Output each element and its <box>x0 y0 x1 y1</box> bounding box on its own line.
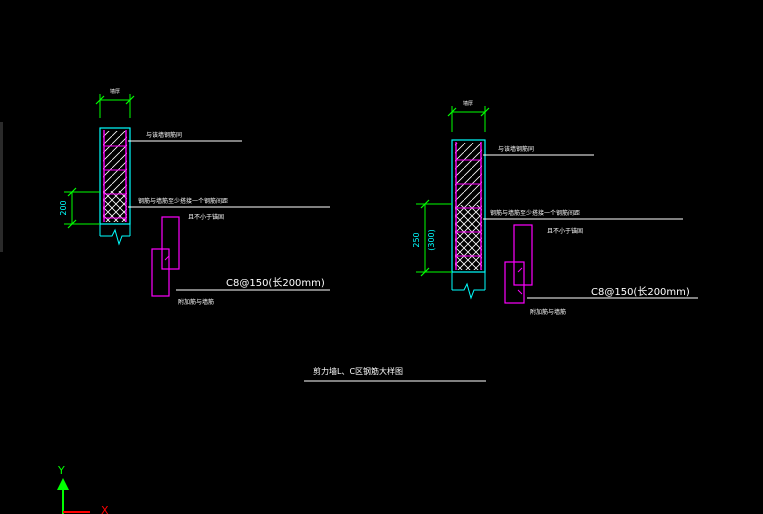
left-wall-outline <box>99 127 131 225</box>
left-label-1: 与该墙钢筋同 <box>146 131 182 139</box>
left-break-line <box>100 228 130 246</box>
detail-left: 墙厚 <box>59 88 330 306</box>
right-side-dimension-label-a: 250 <box>412 232 421 247</box>
right-wall-upper-hatch <box>455 143 482 205</box>
ucs-x-label: X <box>101 504 109 514</box>
right-rebar-label: C8@150(长200mm) <box>591 286 690 298</box>
left-wall-upper-hatch <box>103 131 127 191</box>
left-additional-rebar <box>151 216 180 297</box>
left-label-3: 且不小于锚固 <box>188 213 224 221</box>
left-rebar <box>103 130 127 222</box>
right-rebar <box>455 142 482 270</box>
left-side-dimension: 200 <box>59 187 100 229</box>
left-bottom-label: 附加筋与墙筋 <box>178 298 214 306</box>
right-additional-rebar <box>504 224 533 304</box>
left-top-dimension-label: 墙厚 <box>110 88 120 95</box>
drawing-title: 剪力墙L、C区钢筋大样图 <box>313 366 403 376</box>
right-top-dimension-label: 墙厚 <box>463 100 473 107</box>
right-bottom-label: 附加筋与墙筋 <box>530 308 566 316</box>
right-label-1: 与该墙钢筋同 <box>498 145 534 153</box>
left-label-2: 钢筋与墙筋至少搭接一个钢筋间距 <box>138 197 228 205</box>
right-side-dimension-label-b: (300) <box>427 229 436 251</box>
detail-right: 墙厚 <box>412 100 698 316</box>
left-side-dimension-label: 200 <box>59 200 68 215</box>
ucs-axis-icon: Y X <box>57 464 109 514</box>
right-label-2: 钢筋与墙筋至少搭接一个钢筋间距 <box>490 209 580 217</box>
right-break-line <box>452 282 485 300</box>
ucs-y-arrow <box>57 478 69 490</box>
right-wall-lower-hatch <box>455 205 482 270</box>
left-rebar-label: C8@150(长200mm) <box>226 277 325 289</box>
right-label-3: 且不小于锚固 <box>547 227 583 235</box>
right-side-dimension: 250 (300) <box>412 199 452 277</box>
left-top-dimension: 墙厚 <box>95 88 135 118</box>
viewport-left-edge <box>0 122 3 252</box>
right-top-dimension: 墙厚 <box>447 100 490 132</box>
ucs-y-label: Y <box>57 464 65 477</box>
left-wall-lower-hatch <box>103 191 127 222</box>
right-wall-outline <box>451 139 486 273</box>
drawing-title-block: 剪力墙L、C区钢筋大样图 <box>304 366 486 382</box>
